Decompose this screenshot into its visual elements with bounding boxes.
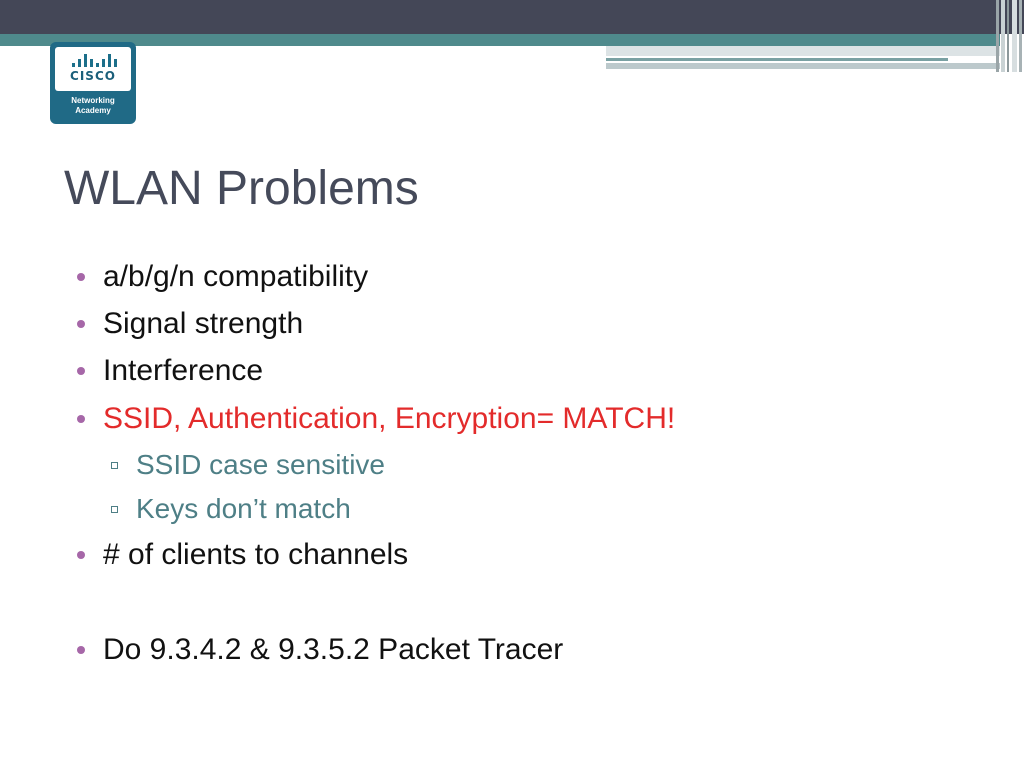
header-stripe xyxy=(606,58,948,61)
logo-caption: Networking Academy xyxy=(50,96,136,116)
bullet-text: SSID, Authentication, Encryption= MATCH! xyxy=(103,402,676,435)
sub-bullet-text: Keys don’t match xyxy=(136,493,351,524)
cisco-networking-academy-logo: CISCO Networking Academy xyxy=(50,42,136,124)
bullet-dot-icon xyxy=(77,367,85,375)
bullet-text: Signal strength xyxy=(103,307,304,340)
header-right-bars xyxy=(996,0,1024,72)
header-teal-band xyxy=(0,34,1000,46)
sub-bullet-text: SSID case sensitive xyxy=(136,449,385,480)
bullet-dot-icon xyxy=(77,646,85,654)
bullet-square-icon xyxy=(111,506,118,513)
bullet-text: Do 9.3.4.2 & 9.3.5.2 Packet Tracer xyxy=(103,633,564,666)
cisco-bars-icon xyxy=(70,53,120,67)
bullet-text: a/b/g/n compatibility xyxy=(103,260,369,293)
bullet-dot-icon xyxy=(77,320,85,328)
logo-line-1: Networking xyxy=(71,96,115,105)
bullet-text: # of clients to channels xyxy=(103,538,409,571)
header-dark-band xyxy=(0,0,1024,34)
logo-line-2: Academy xyxy=(75,106,111,115)
bullet-dot-icon xyxy=(77,273,85,281)
header-stripe xyxy=(606,46,1000,56)
bullet-text: Interference xyxy=(103,354,264,387)
bullet-dot-icon xyxy=(77,415,85,423)
bullet-square-icon xyxy=(111,462,118,469)
logo-wordmark: CISCO xyxy=(70,69,116,83)
bullet-dot-icon xyxy=(77,551,85,559)
slide-title: WLAN Problems xyxy=(64,162,419,215)
logo-badge: CISCO xyxy=(55,47,131,91)
header-stripe xyxy=(606,63,1000,69)
